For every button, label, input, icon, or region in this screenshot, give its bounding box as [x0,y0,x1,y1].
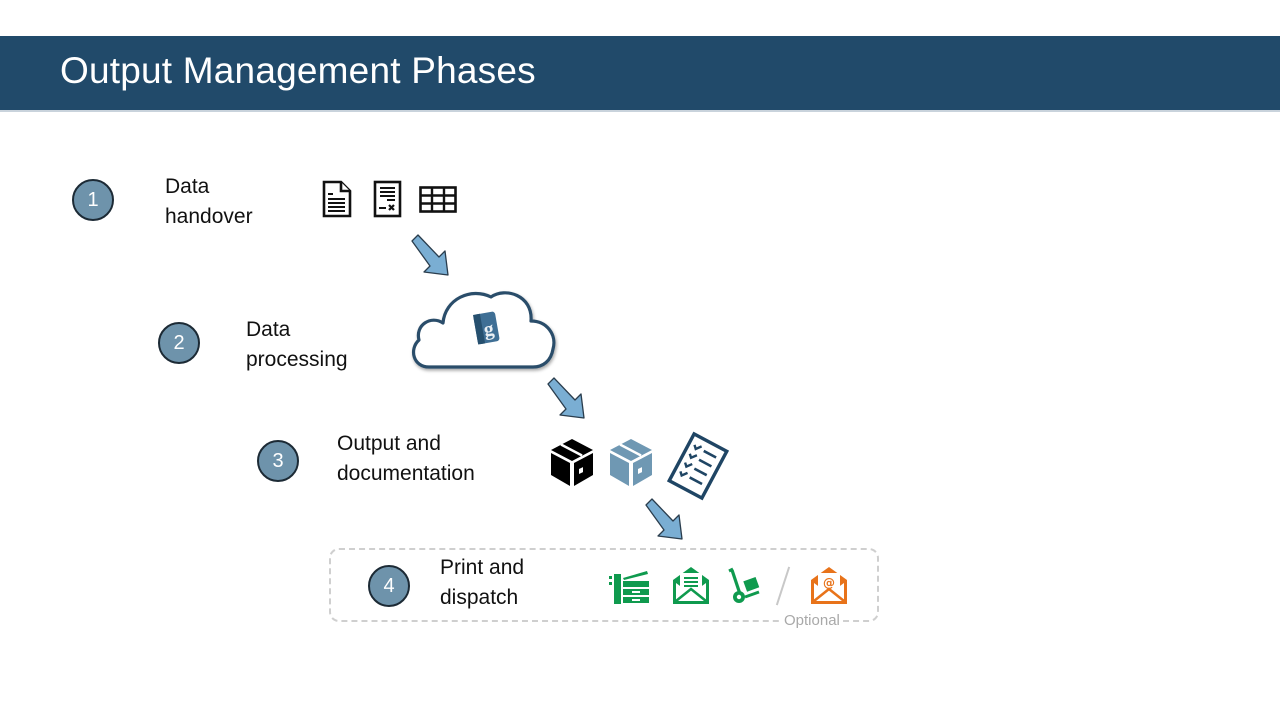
optional-label: Optional [782,612,842,629]
package-blue-icon [610,439,652,486]
invoice-icon [373,180,402,218]
checklist-icon [666,431,730,501]
header-bar: Output Management Phases [0,36,1280,110]
phase-2-label: Data processing [246,315,348,375]
phase-2-label-line-1: Data [246,318,291,341]
phase-2-badge: 2 [158,322,200,364]
document-icon [322,180,352,218]
processing-logo-icon: g [473,311,500,345]
mail-letter-icon [673,567,709,604]
hand-truck-icon [728,567,760,603]
phase-3-badge: 3 [257,440,299,482]
page-title: Output Management Phases [60,50,536,91]
header-divider [0,110,1280,112]
table-icon [419,186,457,213]
phase-1-label: Data handover [165,172,253,232]
phase-1-badge: 1 [72,179,114,221]
cloud-processing-icon: g [411,291,556,369]
phase-3-label: Output and documentation [337,429,475,489]
phase-4-label-line-2: dispatch [440,586,519,609]
phase-4-badge: 4 [368,565,410,607]
flow-arrow-2 [547,377,585,419]
phase-4-label: Print and dispatch [440,553,524,613]
svg-text:g: g [482,318,496,341]
printer-icon [609,571,649,604]
phase-3-label-line-2: documentation [337,462,475,485]
flow-arrow-1 [411,234,449,276]
dispatch-group-box [329,548,879,622]
email-icon: @ [811,567,847,604]
phase-1-label-line-1: Data [165,175,210,198]
phase-2-label-line-2: processing [246,348,348,371]
phase-1-label-line-2: handover [165,205,253,228]
phase-4-label-line-1: Print and [440,556,525,579]
svg-text:@: @ [823,576,835,590]
phase-3-label-line-1: Output and [337,432,441,455]
package-black-icon [551,439,593,486]
flow-arrow-3 [645,498,683,540]
